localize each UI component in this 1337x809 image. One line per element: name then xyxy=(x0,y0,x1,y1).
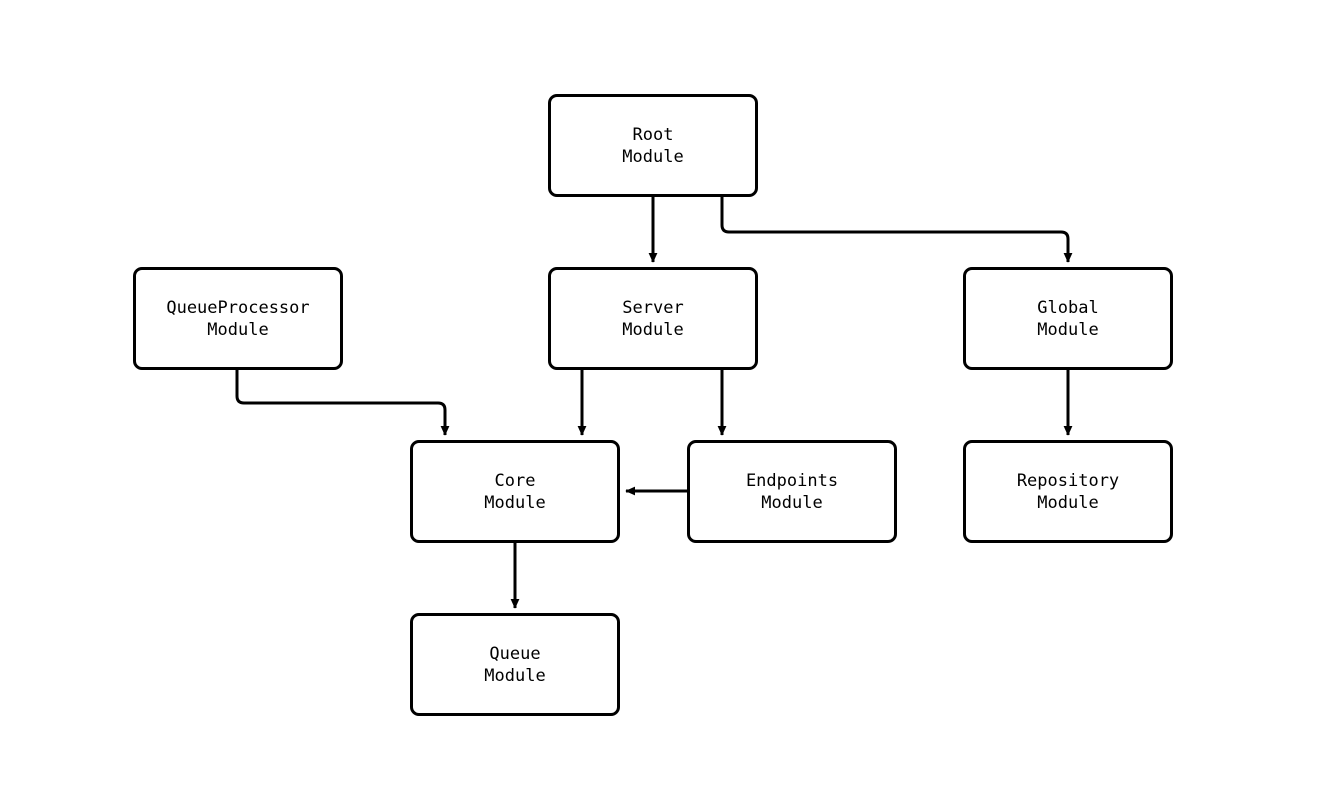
node-repository-module-label-line1: Repository xyxy=(1016,470,1120,491)
node-root-module-label-line1: Root xyxy=(632,124,674,145)
node-global-module-label-line2: Module xyxy=(1037,319,1099,340)
node-endpoints-module-label-line2: Module xyxy=(761,492,823,513)
node-queueprocessor-module-label-line2: Module xyxy=(207,319,269,340)
node-root-module[interactable]: Root Module xyxy=(548,94,758,197)
node-global-module[interactable]: Global Module xyxy=(963,267,1173,370)
node-repository-module-label-line2: Module xyxy=(1037,492,1099,513)
edge-root-to-global xyxy=(720,197,1073,263)
node-queueprocessor-module[interactable]: QueueProcessor Module xyxy=(133,267,343,370)
node-core-module[interactable]: Core Module xyxy=(410,440,620,543)
node-core-module-label-line1: Core xyxy=(494,470,536,491)
node-server-module-label-line2: Module xyxy=(622,319,684,340)
node-queue-module-label-line2: Module xyxy=(484,665,546,686)
node-queue-module-label-line1: Queue xyxy=(489,643,541,664)
node-endpoints-module[interactable]: Endpoints Module xyxy=(687,440,897,543)
node-server-module-label-line1: Server xyxy=(622,297,684,318)
node-queue-module[interactable]: Queue Module xyxy=(410,613,620,716)
node-repository-module[interactable]: Repository Module xyxy=(963,440,1173,543)
node-core-module-label-line2: Module xyxy=(484,492,546,513)
edge-queueprocessor-to-core xyxy=(235,370,450,436)
node-root-module-label-line2: Module xyxy=(622,146,684,167)
node-endpoints-module-label-line1: Endpoints xyxy=(745,470,839,491)
node-queueprocessor-module-label-line1: QueueProcessor xyxy=(166,297,310,318)
node-global-module-label-line1: Global xyxy=(1037,297,1099,318)
node-server-module[interactable]: Server Module xyxy=(548,267,758,370)
